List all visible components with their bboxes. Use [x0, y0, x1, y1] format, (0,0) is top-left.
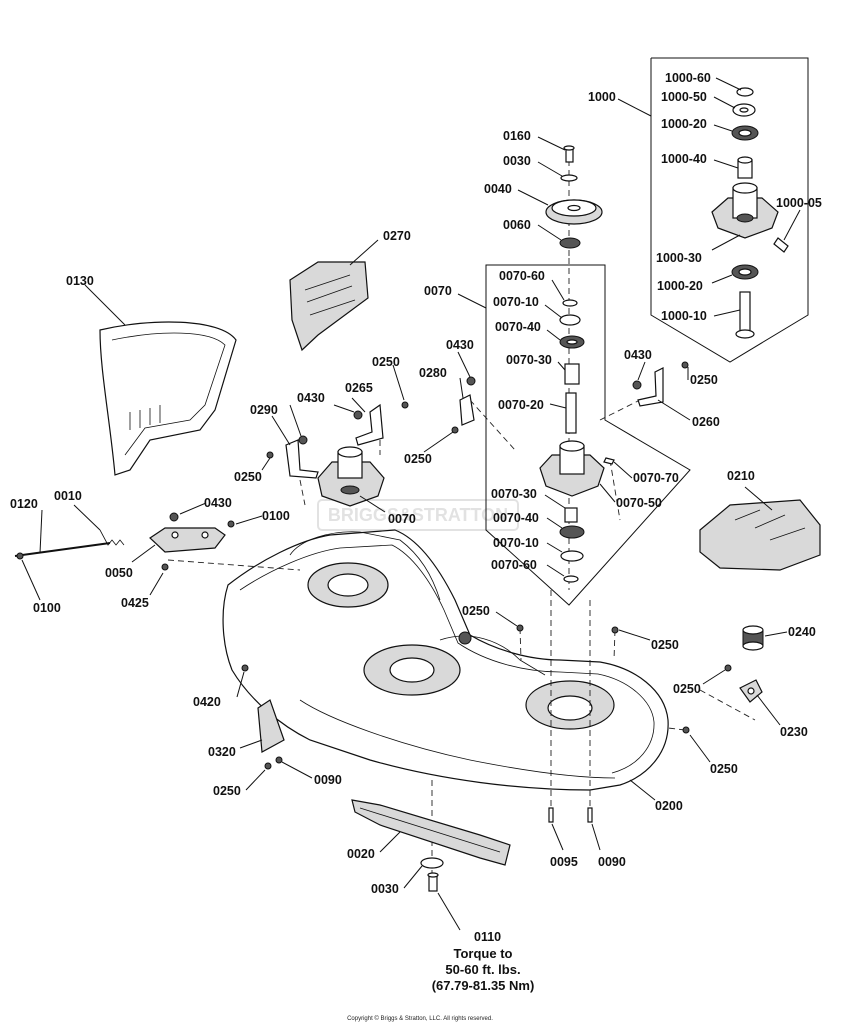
callout-0120: 0120: [10, 497, 38, 511]
spindle-assembly-0070: [485, 264, 691, 606]
pulley-stack: [545, 145, 603, 249]
callout-0070-60-lower: 0070-60: [491, 558, 537, 572]
callout-1000-40: 1000-40: [661, 152, 707, 166]
callout-0270: 0270: [383, 229, 411, 243]
torque-note-line2: 50-60 ft. lbs.: [445, 962, 520, 977]
bolt-0110: [427, 872, 439, 892]
callout-0250-g: 0250: [673, 682, 701, 696]
hardware: [16, 361, 732, 823]
spindle-kit-1000: [650, 57, 809, 363]
callout-0250-d: 0250: [404, 452, 432, 466]
callout-0070-mounted: 0070: [388, 512, 416, 526]
torque-note-line1: Torque to: [454, 946, 513, 961]
callout-0030-lower: 0030: [371, 882, 399, 896]
callout-0320: 0320: [208, 745, 236, 759]
torque-note: Torque to 50-60 ft. lbs. (67.79-81.35 Nm…: [432, 946, 535, 993]
callout-1000: 1000: [588, 90, 616, 104]
callout-0030: 0030: [503, 154, 531, 168]
callout-0430-a: 0430: [446, 338, 474, 352]
guard-0130: [99, 321, 237, 476]
belt-cover-0210: [699, 499, 821, 571]
bracket-0260: [637, 367, 664, 407]
callout-0420: 0420: [193, 695, 221, 709]
callout-0130: 0130: [66, 274, 94, 288]
callout-0425: 0425: [121, 596, 149, 610]
callout-0070-40: 0070-40: [495, 320, 541, 334]
bracket-0280: [459, 394, 475, 426]
callout-0070-10-lower: 0070-10: [493, 536, 539, 550]
callout-0250-a: 0250: [372, 355, 400, 369]
callout-0070-20: 0070-20: [498, 398, 544, 412]
callout-0430-b: 0430: [297, 391, 325, 405]
callout-0100-a: 0100: [262, 509, 290, 523]
callout-0040: 0040: [484, 182, 512, 196]
callout-0070-40-lower: 0070-40: [493, 511, 539, 525]
callout-0430-d: 0430: [204, 496, 232, 510]
callout-0070-10: 0070-10: [493, 295, 539, 309]
callout-0260: 0260: [692, 415, 720, 429]
rod-0120: [14, 542, 111, 557]
callout-1000-05: 1000-05: [776, 196, 822, 210]
callout-0010: 0010: [54, 489, 82, 503]
callout-0240: 0240: [788, 625, 816, 639]
callout-0265: 0265: [345, 381, 373, 395]
bracket-0290: [285, 439, 319, 479]
callout-0290: 0290: [250, 403, 278, 417]
callout-0250-b: 0250: [690, 373, 718, 387]
callout-0070: 0070: [424, 284, 452, 298]
callout-0060: 0060: [503, 218, 531, 232]
callout-0250-e: 0250: [462, 604, 490, 618]
bracket-0270: [289, 261, 369, 352]
callout-1000-20-lower: 1000-20: [657, 279, 703, 293]
callout-0090-b: 0090: [598, 855, 626, 869]
spindle-0070-mounted: [317, 446, 385, 507]
callout-0250-h: 0250: [710, 762, 738, 776]
wheel-0240: [742, 625, 764, 651]
callout-0050: 0050: [105, 566, 133, 580]
callout-0210: 0210: [727, 469, 755, 483]
blade-0020: [351, 799, 511, 866]
callout-labels: 1000 1000-60 1000-50 1000-20 1000-40 100…: [10, 71, 822, 944]
callout-1000-60: 1000-60: [665, 71, 711, 85]
callout-0250-f: 0250: [651, 638, 679, 652]
leader-lines: [21, 77, 801, 931]
callout-0110: 0110: [474, 930, 501, 944]
callout-0070-60: 0070-60: [499, 269, 545, 283]
callout-0020: 0020: [347, 847, 375, 861]
bracket-0230: [739, 679, 763, 703]
callout-0250-i: 0250: [213, 784, 241, 798]
callout-1000-30: 1000-30: [656, 251, 702, 265]
callout-0280: 0280: [419, 366, 447, 380]
callout-0070-50: 0070-50: [616, 496, 662, 510]
callout-0090-a: 0090: [314, 773, 342, 787]
washer-0030: [420, 857, 444, 869]
torque-note-line3: (67.79-81.35 Nm): [432, 978, 535, 993]
callout-1000-10: 1000-10: [661, 309, 707, 323]
callout-0200: 0200: [655, 799, 683, 813]
callout-1000-50: 1000-50: [661, 90, 707, 104]
bracket-0265: [355, 403, 384, 446]
bracket-0050: [149, 527, 226, 553]
svg-text:BRIGGS&STRATTON: BRIGGS&STRATTON: [328, 505, 508, 525]
callout-0230: 0230: [780, 725, 808, 739]
callout-0250-c: 0250: [234, 470, 262, 484]
copyright-notice: Copyright © Briggs & Stratton, LLC. All …: [347, 1015, 493, 1022]
callout-0160: 0160: [503, 129, 531, 143]
bracket-0320: [257, 699, 285, 753]
callout-0100-b: 0100: [33, 601, 61, 615]
callout-0070-70: 0070-70: [633, 471, 679, 485]
callout-0430-c: 0430: [624, 348, 652, 362]
callout-0070-30: 0070-30: [506, 353, 552, 367]
watermark: BRIGGS&STRATTON: [317, 499, 519, 531]
callout-1000-20: 1000-20: [661, 117, 707, 131]
callout-0095: 0095: [550, 855, 578, 869]
spring-0010: [99, 529, 125, 546]
callout-0070-30-lower: 0070-30: [491, 487, 537, 501]
